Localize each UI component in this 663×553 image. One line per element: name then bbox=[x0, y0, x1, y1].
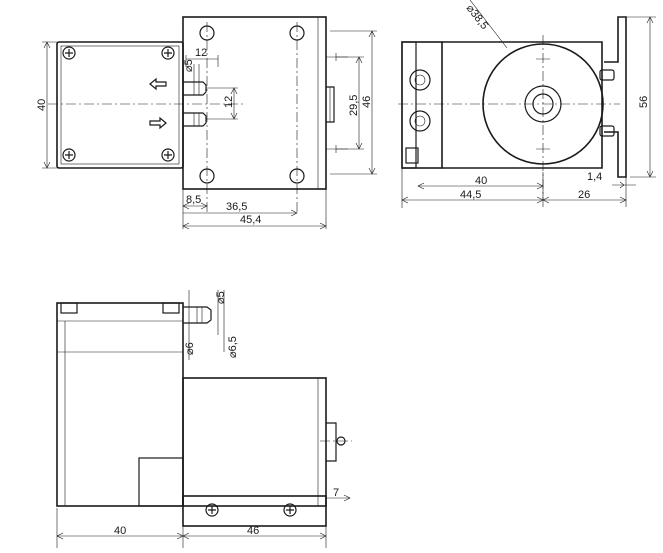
dim-side-height-56: 56 bbox=[638, 96, 650, 108]
pump-head-side bbox=[401, 41, 443, 169]
dim-front-hole-36-5: 36,5 bbox=[226, 201, 247, 213]
dim-front-total-45-4: 45,4 bbox=[240, 214, 261, 226]
dim-side-width-40: 40 bbox=[475, 175, 487, 187]
dim-front-height-29-5: 29,5 bbox=[348, 95, 360, 116]
port-circle bbox=[409, 110, 431, 132]
screw-icon bbox=[62, 148, 76, 162]
screw-icon bbox=[205, 503, 219, 517]
screw-icon bbox=[161, 148, 175, 162]
screw-icon bbox=[161, 46, 175, 60]
dim-bottom-width-46: 46 bbox=[247, 525, 259, 537]
inlet-nozzle bbox=[183, 81, 207, 96]
dim-side-width-44-5: 44,5 bbox=[460, 189, 481, 201]
motor-bottom bbox=[182, 377, 327, 507]
pump-head-inner bbox=[60, 45, 180, 165]
dim-front-height-40: 40 bbox=[36, 99, 48, 111]
dim-bottom-dia-6: ⌀6 bbox=[184, 342, 196, 355]
pump-head-bottom bbox=[56, 302, 184, 507]
pump-head-outline bbox=[56, 41, 184, 169]
dim-side-bracket-1-4: 1,4 bbox=[587, 171, 602, 183]
dim-bottom-width-40: 40 bbox=[114, 525, 126, 537]
motor-side-body bbox=[442, 41, 603, 169]
dim-bottom-dia-5: ⌀5 bbox=[215, 291, 227, 304]
port-circle bbox=[409, 69, 431, 91]
bracket bbox=[604, 16, 627, 178]
shaft-bottom bbox=[326, 422, 337, 462]
motor-body bbox=[182, 16, 327, 190]
outlet-nozzle bbox=[183, 112, 207, 127]
dim-front-top-12: 12 bbox=[195, 47, 207, 59]
dim-front-height-46: 46 bbox=[361, 96, 373, 108]
screw-icon bbox=[62, 46, 76, 60]
dim-front-dia-5: ⌀5 bbox=[183, 59, 195, 72]
front-view bbox=[42, 16, 377, 230]
screw-icon bbox=[283, 503, 297, 517]
arrow-left-icon bbox=[149, 77, 167, 91]
dim-bottom-shaft-7: 7 bbox=[333, 487, 339, 499]
bracket-plate bbox=[182, 495, 327, 527]
dim-side-dia-38-5: ⌀38,5 bbox=[464, 2, 491, 31]
bottom-view bbox=[56, 290, 352, 548]
dim-side-bracket-26: 26 bbox=[578, 189, 590, 201]
side-view bbox=[398, 0, 656, 208]
dim-bottom-dia-6-5: ⌀6,5 bbox=[227, 336, 239, 358]
arrow-right-icon bbox=[149, 116, 167, 130]
dim-front-spacing-12: 12 bbox=[223, 96, 235, 108]
nozzle-bottom bbox=[183, 306, 212, 324]
dim-front-hole-8-5: 8,5 bbox=[186, 194, 201, 206]
